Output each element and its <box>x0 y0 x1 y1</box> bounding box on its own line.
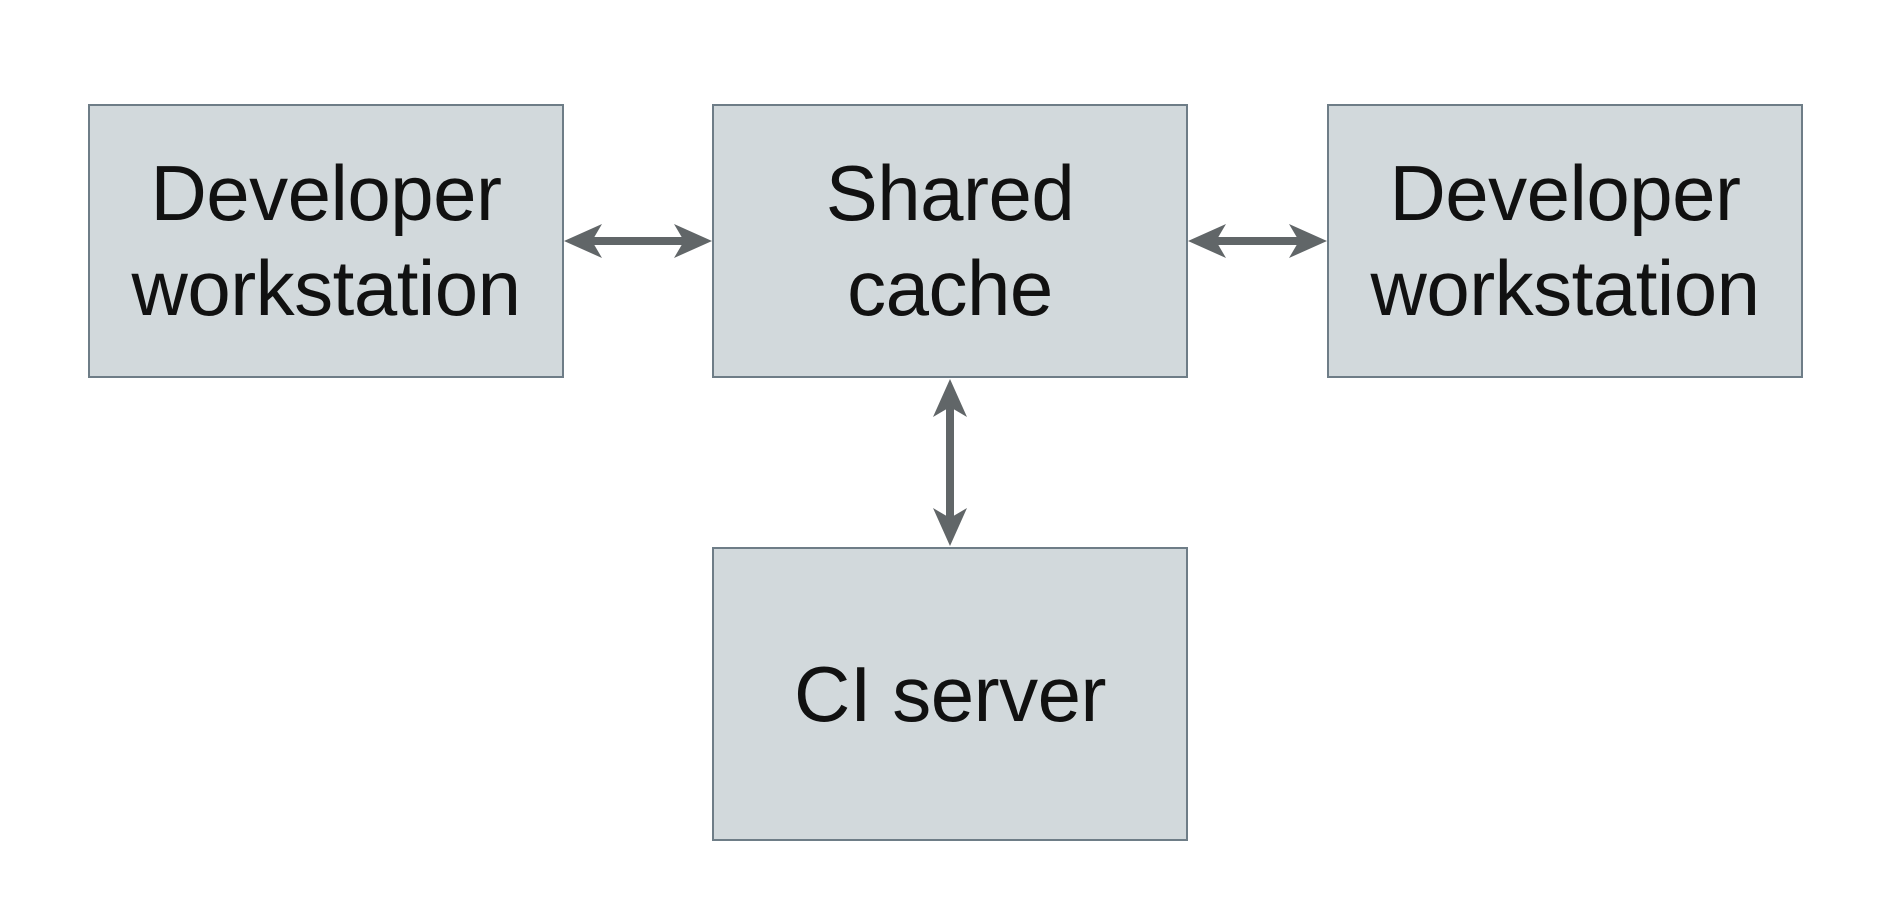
bidirectional-arrow-right-icon <box>1188 224 1327 258</box>
arrowhead-west-icon <box>564 224 602 258</box>
node-label-line: workstation <box>131 244 522 332</box>
bidirectional-arrow-left-icon <box>564 224 712 258</box>
arrowhead-east-icon <box>674 224 712 258</box>
node-ci-server: CI server <box>712 547 1188 841</box>
node-label-line: Developer <box>150 149 502 237</box>
bidirectional-arrow-vertical-icon <box>933 379 967 546</box>
arrowhead-east-icon <box>1289 224 1327 258</box>
node-label-line: Developer <box>1389 149 1741 237</box>
node-label-line: Shared <box>825 149 1075 237</box>
arrowhead-south-icon <box>933 508 967 546</box>
node-label-line: workstation <box>1370 244 1761 332</box>
node-developer-workstation-right: Developer workstation <box>1327 104 1803 378</box>
arrowhead-west-icon <box>1188 224 1226 258</box>
arrowhead-north-icon <box>933 379 967 417</box>
node-label-line: cache <box>847 244 1053 332</box>
node-shared-cache: Shared cache <box>712 104 1188 378</box>
node-developer-workstation-left: Developer workstation <box>88 104 564 378</box>
node-label-line: CI server <box>794 649 1106 738</box>
